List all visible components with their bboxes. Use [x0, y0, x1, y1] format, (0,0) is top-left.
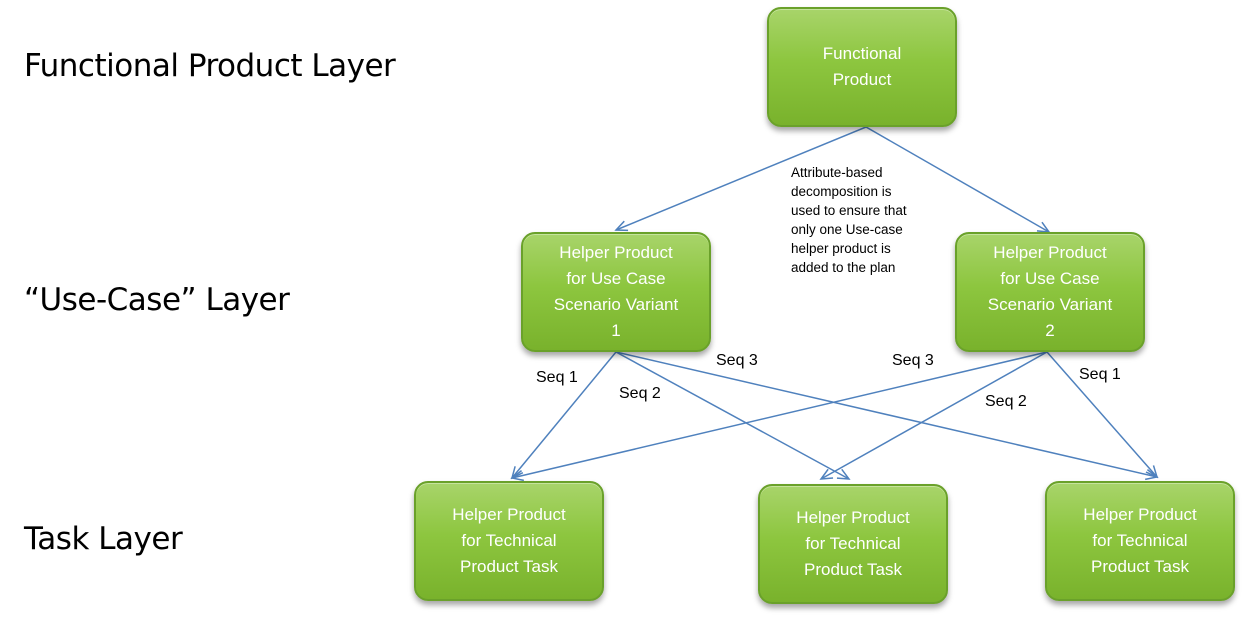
functional-product-node: Functional Product — [767, 7, 957, 127]
node-label-line: 1 — [611, 321, 621, 340]
node-label-line: Scenario Variant — [553, 295, 679, 314]
node-label-line: Helper Product — [796, 508, 910, 527]
functional-product-layer-label: Functional Product Layer — [24, 48, 396, 84]
note-line: only one Use-case — [791, 222, 903, 237]
note-line: decomposition is — [791, 184, 892, 199]
node-label-line: for Use Case — [566, 269, 666, 288]
node-label-line: Scenario Variant — [987, 295, 1113, 314]
edge-uc1-to-task1 — [510, 351, 617, 480]
node-label-line: Functional — [822, 44, 902, 63]
edge-label-uc1-seq1: Seq 1 — [536, 369, 578, 386]
edge-label-uc1-seq2: Seq 2 — [619, 385, 661, 402]
note-line: helper product is — [791, 241, 891, 256]
edge-functional-to-uc2 — [865, 126, 1051, 233]
edge-uc1-to-task2 — [615, 351, 851, 480]
task-1-node: Helper Product for Technical Product Tas… — [414, 481, 604, 601]
node-label-line: for Use Case — [1000, 269, 1100, 288]
node-label-line: for Technical — [461, 531, 557, 550]
note-line: added to the plan — [791, 260, 896, 275]
node-label-line: Product Task — [460, 557, 558, 576]
edge-uc2-to-task3 — [1046, 351, 1159, 479]
node-label-line: Helper Product — [559, 243, 673, 262]
use-case-layer-label: “Use-Case” Layer — [24, 282, 290, 318]
edge-uc2-to-task1 — [510, 351, 1048, 482]
node-label-line: Product Task — [804, 560, 902, 579]
edge-label-uc2-seq2: Seq 2 — [985, 393, 1027, 410]
node-label-line: for Technical — [805, 534, 901, 553]
task-2-node: Helper Product for Technical Product Tas… — [758, 484, 948, 604]
node-label-line: Product — [832, 70, 892, 89]
task-layer-label: Task Layer — [24, 521, 183, 557]
use-case-2-node: Helper Product for Use Case Scenario Var… — [955, 232, 1145, 352]
note-line: used to ensure that — [791, 203, 907, 218]
edge-uc2-to-task2 — [819, 351, 1048, 480]
node-label-line: Helper Product — [993, 243, 1107, 262]
edge-functional-to-uc1 — [614, 126, 867, 232]
edge-label-uc2-seq1: Seq 1 — [1079, 366, 1121, 383]
use-case-1-node: Helper Product for Use Case Scenario Var… — [521, 232, 711, 352]
task-3-node: Helper Product for Technical Product Tas… — [1045, 481, 1235, 601]
note-line: Attribute-based — [791, 165, 883, 180]
decomposition-note: Attribute-based decomposition is used to… — [791, 163, 941, 277]
node-label-line: for Technical — [1092, 531, 1188, 550]
node-label-line: Helper Product — [452, 505, 566, 524]
node-label-line: Product Task — [1091, 557, 1189, 576]
node-label-line: 2 — [1045, 321, 1055, 340]
edge-label-uc1-seq3: Seq 3 — [716, 352, 758, 369]
node-label-line: Helper Product — [1083, 505, 1197, 524]
edge-uc1-to-task3 — [615, 351, 1159, 481]
edge-label-uc2-seq3: Seq 3 — [892, 352, 934, 369]
